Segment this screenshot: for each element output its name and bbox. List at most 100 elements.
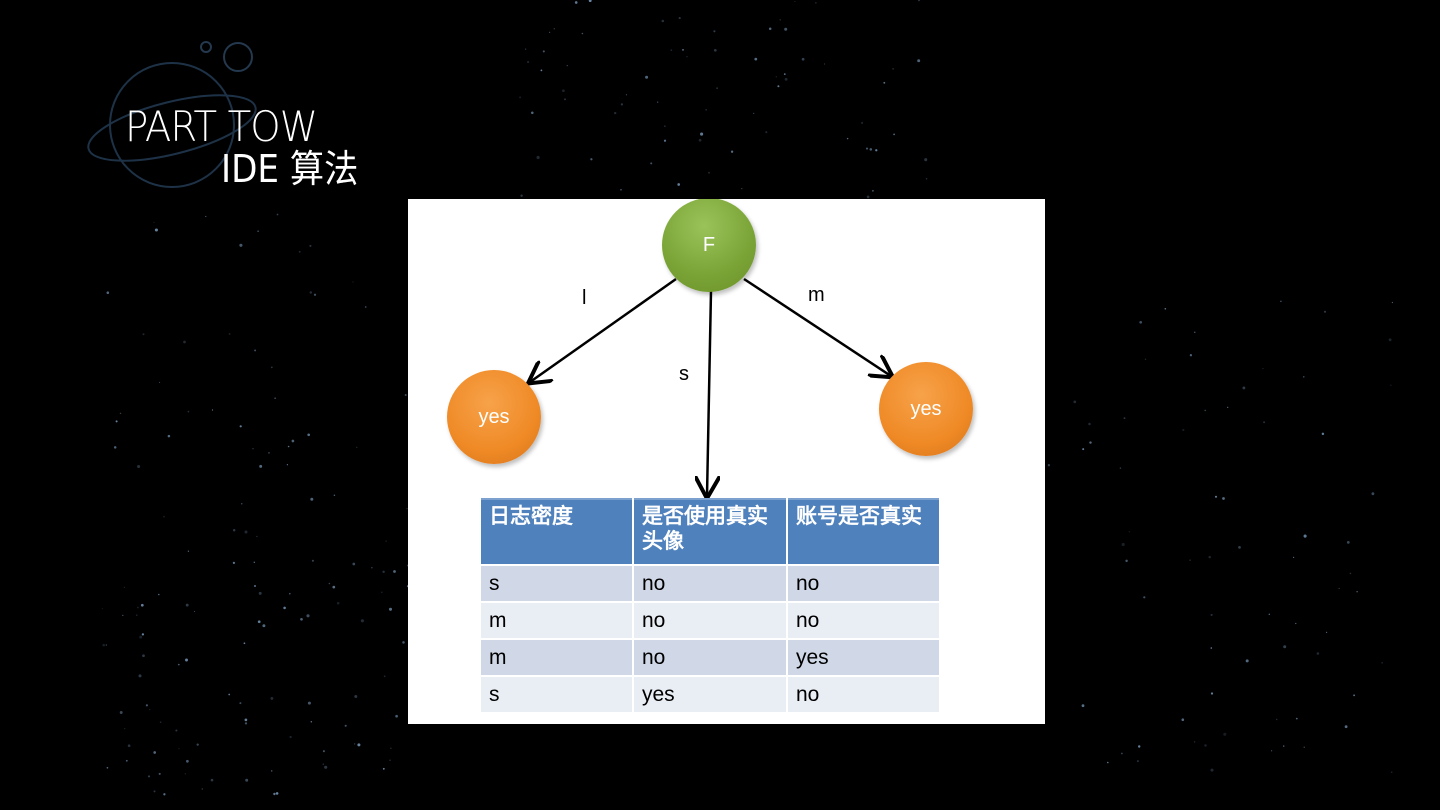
star — [1073, 401, 1076, 404]
star — [188, 551, 189, 552]
table-header-row: 日志密度 是否使用真实头像 账号是否真实 — [481, 499, 940, 565]
star — [306, 614, 309, 617]
star — [1293, 557, 1294, 558]
star — [1121, 753, 1123, 755]
star — [872, 190, 874, 192]
star — [621, 103, 623, 105]
star — [159, 382, 160, 383]
star — [567, 65, 568, 66]
table-cell: s — [481, 676, 633, 712]
star — [148, 775, 150, 777]
star — [1389, 338, 1392, 341]
star — [754, 58, 757, 61]
star — [205, 216, 206, 217]
star — [1283, 745, 1284, 746]
star — [371, 567, 372, 568]
star — [1210, 769, 1213, 772]
star — [1246, 659, 1249, 662]
star — [784, 73, 786, 75]
star — [136, 614, 137, 615]
star — [1211, 614, 1213, 616]
star — [292, 440, 295, 443]
star — [1143, 596, 1145, 598]
star — [240, 425, 242, 427]
star — [1088, 423, 1091, 426]
table-header-cell: 是否使用真实头像 — [633, 499, 787, 565]
star — [153, 222, 154, 223]
star — [337, 602, 340, 605]
star — [310, 498, 313, 501]
star — [257, 230, 259, 232]
star — [731, 151, 733, 153]
star — [175, 729, 177, 731]
star — [354, 743, 355, 744]
star — [254, 562, 255, 563]
star — [525, 48, 526, 49]
star — [142, 633, 144, 635]
star — [1211, 647, 1213, 649]
star — [657, 102, 658, 103]
table-cell: s — [481, 565, 633, 602]
slide-title: PART TOW — [125, 106, 317, 148]
star — [256, 536, 257, 537]
star — [1238, 546, 1241, 549]
star — [527, 61, 529, 63]
star — [650, 162, 652, 164]
table-cell: yes — [633, 676, 787, 712]
star — [1139, 321, 1142, 324]
star — [1324, 311, 1326, 313]
star — [239, 702, 241, 704]
star — [924, 158, 927, 161]
star — [178, 664, 180, 666]
star — [700, 133, 703, 136]
star — [1263, 421, 1265, 423]
star — [155, 228, 158, 231]
star — [589, 0, 592, 2]
star — [1390, 385, 1391, 386]
star — [314, 294, 316, 296]
star — [815, 2, 816, 3]
star — [288, 446, 290, 448]
star — [769, 27, 772, 30]
star — [776, 76, 777, 77]
star — [519, 96, 521, 98]
star — [361, 619, 364, 622]
star — [1242, 386, 1245, 389]
star — [893, 134, 895, 136]
star — [107, 291, 110, 294]
star — [1082, 704, 1085, 707]
star — [186, 604, 189, 607]
star — [309, 245, 311, 247]
star — [283, 607, 286, 610]
star — [1350, 573, 1352, 575]
star — [1125, 560, 1127, 562]
star — [245, 779, 248, 782]
table-cell: no — [787, 565, 940, 602]
star — [287, 464, 288, 465]
star — [329, 583, 331, 585]
star — [824, 63, 825, 64]
star — [245, 722, 247, 724]
table-cell: m — [481, 639, 633, 676]
star — [188, 411, 190, 413]
star — [185, 659, 188, 662]
star — [126, 760, 128, 762]
table-row: s yes no — [481, 676, 940, 712]
star — [531, 112, 534, 115]
edge-label-left: l — [582, 287, 586, 310]
star — [1082, 448, 1084, 450]
table-row: m no yes — [481, 639, 940, 676]
star — [270, 697, 273, 700]
star — [1295, 623, 1296, 624]
star — [116, 420, 118, 422]
star — [1353, 694, 1355, 696]
star — [926, 178, 928, 180]
star — [381, 592, 382, 593]
star — [106, 644, 107, 645]
star — [124, 587, 125, 588]
star — [1371, 492, 1374, 495]
star — [312, 560, 314, 562]
star — [299, 251, 301, 253]
star — [1271, 750, 1272, 751]
star — [163, 516, 165, 518]
